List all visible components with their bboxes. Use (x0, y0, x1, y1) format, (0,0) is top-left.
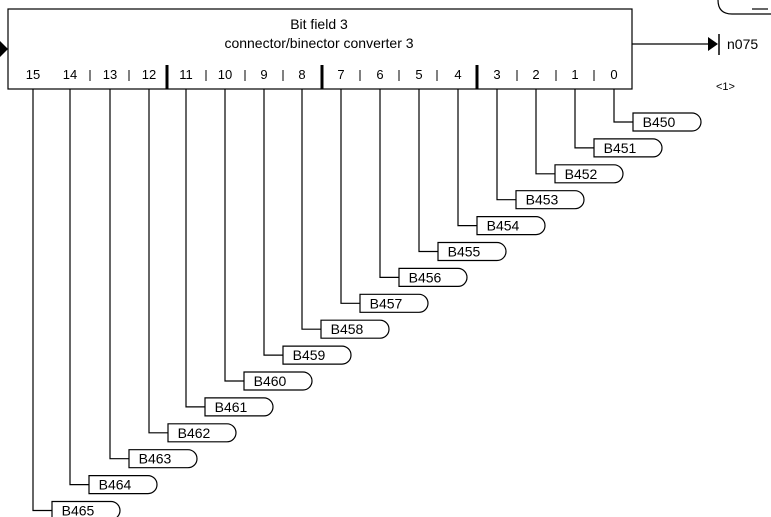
cropped-corner-frame (717, 0, 771, 15)
binector-tag (632, 112, 702, 132)
binector-label: B460 (254, 373, 287, 389)
binector-wire (574, 89, 594, 149)
binector-label: B453 (526, 192, 559, 208)
binector-tag (51, 500, 121, 517)
bit-number-label: 5 (415, 67, 422, 82)
bit-number-label: 14 (63, 67, 77, 82)
binector-wire (69, 89, 89, 486)
binector-tags: B450B451B452B453B454B455B456B457B458B459… (51, 112, 702, 517)
converter-block (7, 8, 633, 90)
binector-label: B457 (370, 295, 403, 311)
binector-wires (32, 89, 633, 512)
binector-label: B455 (448, 244, 481, 260)
binector-tag (128, 449, 198, 469)
binector-wire (418, 89, 438, 253)
binector-label: B454 (487, 218, 520, 234)
binector-wire (613, 89, 633, 123)
bit-number-label: 4 (454, 67, 461, 82)
block-title: Bit field 3 (290, 16, 348, 32)
binector-label: B462 (178, 425, 211, 441)
binector-label: B450 (643, 114, 676, 130)
bit-number-label: 0 (610, 67, 617, 82)
binector-tag (359, 293, 429, 313)
binector-tag (282, 345, 352, 365)
binector-tag (554, 164, 624, 184)
binector-tag (167, 423, 237, 443)
bit-number-label: 10 (218, 67, 232, 82)
output-connector-label: n075 (727, 36, 758, 52)
binector-wire (224, 89, 244, 382)
block-subtitle: connector/binector converter 3 (224, 35, 413, 51)
binector-wire (340, 89, 360, 304)
bit-number-label: 7 (337, 67, 344, 82)
input-arrow-icon (0, 41, 8, 57)
bit-number-label: 11 (179, 67, 193, 82)
binector-wire (32, 89, 52, 512)
binector-tag (437, 241, 507, 262)
binector-label: B458 (331, 321, 364, 337)
output-footnote: <1> (716, 81, 735, 93)
bit-number-label: 2 (532, 67, 539, 82)
bit-number-label: 12 (142, 67, 156, 82)
binector-wire (263, 89, 283, 356)
binector-label: B465 (62, 503, 95, 517)
binector-wire (148, 89, 168, 434)
binector-wire (457, 89, 477, 227)
binector-wire (535, 89, 555, 175)
binector-tag (320, 319, 390, 339)
binector-tag (88, 475, 158, 495)
binector-tag (476, 216, 546, 236)
binector-tag (204, 397, 274, 417)
binector-label: B464 (99, 477, 132, 493)
binector-label: B456 (409, 269, 442, 285)
bit-number-label: 1 (571, 67, 578, 82)
binector-wire (301, 89, 321, 330)
bit-number-label: 9 (260, 67, 267, 82)
binector-label: B452 (565, 166, 598, 182)
binector-tag (243, 371, 313, 391)
binector-wire (379, 89, 399, 278)
binector-tag (398, 267, 468, 287)
binector-label: B463 (139, 451, 172, 467)
binector-tag (515, 190, 585, 210)
bit-number-label: 8 (298, 67, 305, 82)
binector-tag (593, 138, 663, 158)
bit-number-label: 6 (376, 67, 383, 82)
binector-label: B451 (604, 140, 637, 156)
bit-number-label: 3 (493, 67, 500, 82)
binector-wire (185, 89, 205, 408)
binector-wire (109, 89, 129, 460)
output-arrow-icon (708, 37, 718, 51)
bit-number-label: 15 (26, 67, 40, 82)
binector-label: B461 (215, 399, 248, 415)
binector-label: B459 (293, 347, 326, 363)
bit-number-label: 13 (103, 67, 117, 82)
binector-wire (496, 89, 516, 201)
